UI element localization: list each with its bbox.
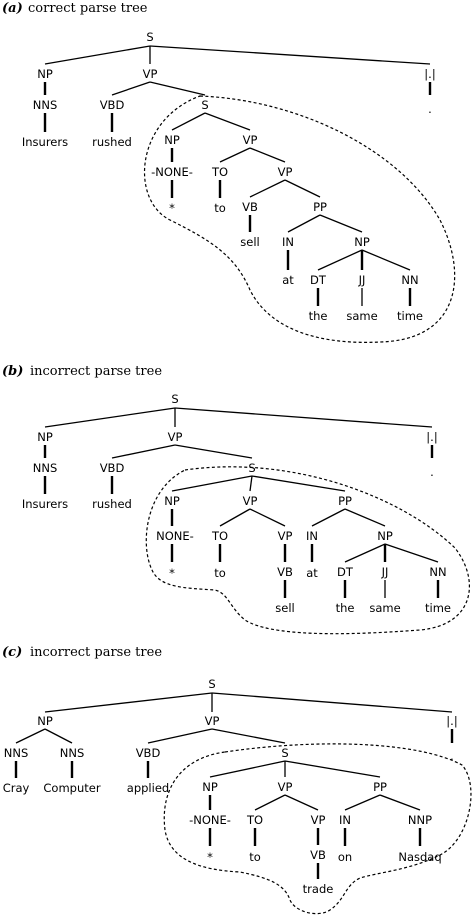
- tree-leaf: to: [214, 566, 226, 580]
- tree-leaf: Insurers: [22, 135, 68, 149]
- tree-node: VB: [277, 565, 293, 579]
- tree-leaf: Insurers: [22, 497, 68, 511]
- tree-node: NP: [164, 494, 180, 508]
- tree-node: NP: [37, 430, 53, 444]
- tree-node: S: [201, 98, 208, 112]
- tree-node: TO: [211, 529, 228, 543]
- tree-leaf: *: [207, 850, 213, 864]
- tree-node: JJ: [381, 565, 389, 579]
- panel-a-caption: correct parse tree: [28, 1, 148, 16]
- tree-node: |.|: [426, 430, 437, 444]
- tree-leaf: at: [306, 566, 318, 580]
- tree-node: S: [171, 392, 178, 406]
- tree-leaf: *: [169, 201, 175, 215]
- tree-node: VP: [278, 165, 293, 179]
- tree-node: IN: [306, 529, 318, 543]
- tree-node: DT: [337, 565, 354, 579]
- tree-leaf: Nasdaq: [398, 850, 441, 864]
- panel-b-caption: incorrect parse tree: [30, 364, 162, 379]
- tree-leaf: time: [425, 601, 451, 615]
- tree-node: S: [146, 30, 153, 44]
- tree-leaf: rushed: [92, 497, 132, 511]
- tree-leaf: Computer: [43, 781, 100, 795]
- tree-node: -NONE-: [189, 813, 231, 827]
- tree-node: PP: [373, 780, 387, 794]
- tree-node: NNS: [33, 461, 58, 475]
- tree-leaf: *: [169, 566, 175, 580]
- tree-node: NNS: [33, 98, 58, 112]
- tree-leaf: Cray: [3, 781, 30, 795]
- tree-node: VP: [311, 813, 326, 827]
- tree-node: S: [248, 461, 255, 475]
- tree-node: VP: [278, 529, 293, 543]
- tree-node: VBD: [100, 461, 125, 475]
- panel-c-caption: incorrect parse tree: [30, 645, 162, 660]
- tree-leaf: same: [346, 309, 377, 323]
- tree-node: |.|: [424, 67, 435, 81]
- tree-node: TO: [211, 165, 228, 179]
- tree-leaf: the: [309, 309, 328, 323]
- tree-node: .: [450, 749, 454, 763]
- tree-node: NP: [202, 780, 218, 794]
- tree-leaf: trade: [303, 882, 334, 896]
- tree-leaf: rushed: [92, 135, 132, 149]
- tree-node: VBD: [100, 98, 125, 112]
- tree-node: S: [208, 677, 215, 691]
- tree-node: IN: [282, 235, 294, 249]
- tree-node: NP: [37, 67, 53, 81]
- tree-node: IN: [339, 813, 351, 827]
- tree-node: VP: [243, 133, 258, 147]
- tree-leaf: same: [369, 601, 400, 615]
- tree-node: DT: [310, 273, 327, 287]
- tree-node: PP: [313, 200, 327, 214]
- tree-leaf: at: [282, 273, 294, 287]
- tree-node: JJ: [358, 273, 366, 287]
- panel-b-letter: (b): [2, 364, 23, 379]
- tree-node: |.|: [446, 714, 457, 728]
- panel-c-letter: (c): [2, 645, 22, 660]
- tree-node: VP: [278, 780, 293, 794]
- panel-a: (a) correct parse tree S: [2, 1, 456, 343]
- tree-leaf: to: [249, 850, 261, 864]
- tree-leaf: time: [397, 309, 423, 323]
- tree-node: VB: [310, 848, 326, 862]
- tree-node: NONE-: [156, 529, 194, 543]
- tree-leaf: sell: [240, 235, 259, 249]
- tree-node: VP: [168, 430, 183, 444]
- tree-leaf: the: [336, 601, 355, 615]
- tree-node: VP: [205, 714, 220, 728]
- tree-node: NP: [354, 235, 370, 249]
- tree-node: NNS: [60, 746, 85, 760]
- tree-node: -NONE-: [151, 165, 193, 179]
- tree-node: NNP: [408, 813, 432, 827]
- tree-node: NP: [164, 133, 180, 147]
- tree-node: NNS: [4, 746, 29, 760]
- panel-b: (b) incorrect parse tree S: [2, 364, 470, 635]
- tree-leaf: sell: [275, 601, 294, 615]
- tree-node: .: [430, 465, 434, 479]
- tree-node: VP: [143, 67, 158, 81]
- tree-leaf: applied: [127, 781, 169, 795]
- panel-c: (c) incorrect parse tree S NP VP: [2, 645, 472, 915]
- tree-node: S: [281, 746, 288, 760]
- tree-node: VBD: [136, 746, 161, 760]
- tree-node: NP: [377, 529, 393, 543]
- tree-node: VP: [243, 494, 258, 508]
- tree-leaf: to: [214, 201, 226, 215]
- tree-node: NP: [37, 714, 53, 728]
- tree-node: VB: [242, 200, 258, 214]
- tree-node: NN: [401, 273, 418, 287]
- tree-node: NN: [429, 565, 446, 579]
- tree-node: .: [428, 102, 432, 116]
- tree-node: TO: [246, 813, 263, 827]
- tree-leaf: on: [338, 850, 352, 864]
- panel-a-letter: (a): [2, 1, 23, 16]
- tree-node: PP: [338, 494, 352, 508]
